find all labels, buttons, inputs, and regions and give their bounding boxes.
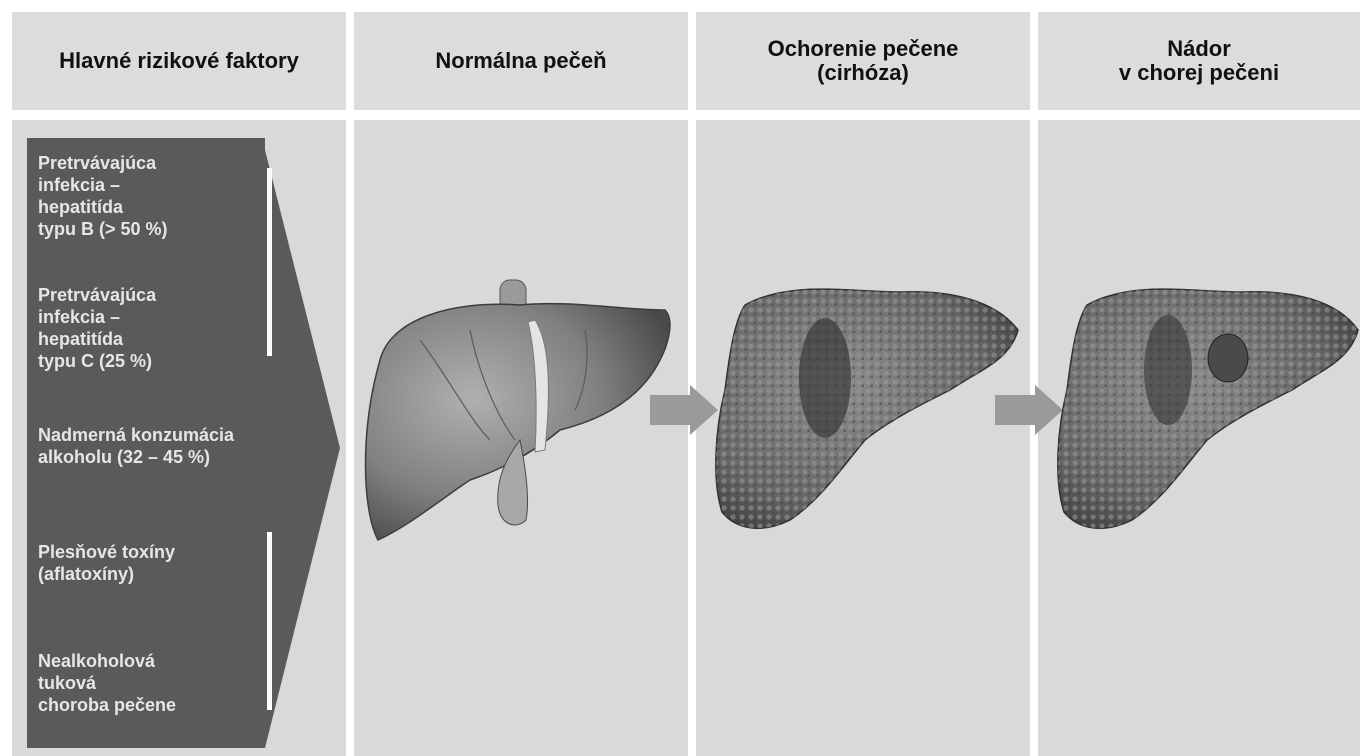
tumor-liver-image [1058,289,1358,528]
normal-liver-image [366,280,670,540]
progress-arrow-2 [995,385,1063,435]
progress-arrow-1 [650,385,718,435]
cirrhotic-liver-image [716,289,1018,528]
tumor-mass [1208,334,1248,382]
